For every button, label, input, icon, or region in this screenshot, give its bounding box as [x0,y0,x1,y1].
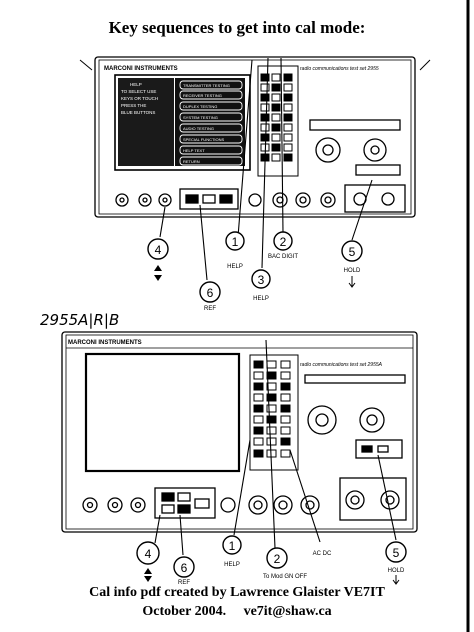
callout-label: To Mod GN OFF [263,574,307,580]
callout-labels-top: REF HELP HELP BAC DIGIT HOLD [204,254,361,312]
callout-circles-top [147,231,363,303]
screen-menu-line: KEYS OR TOUCH [121,96,158,101]
callout-number: 1 [232,235,239,249]
front-knobs-top [115,184,406,213]
soft-key-label: RECEIVER TESTING [183,93,222,98]
instrument-bottom [61,331,418,533]
callout-label: HELP [224,562,240,568]
model-line-top: radio communications test set 2955 [300,66,379,72]
instrument-bottom-frame [61,331,418,533]
callout-label: HELP [227,264,243,270]
instrument-top-inner [98,59,412,215]
callout-number: 5 [349,245,356,259]
arrow-updown-icon [154,265,162,281]
footer-contact: October 2004. ve7it@shaw.ca [0,604,474,620]
tuning-knob-top [315,137,341,163]
callout-number: 4 [155,243,162,257]
screen-menu-top: HELP TO SELECT USE KEYS OR TOUCH PRESS T… [121,82,158,115]
callout-label: REF [204,306,216,312]
callout-label: AC DC [313,551,332,557]
screen-menu-line: HELP [130,82,142,87]
brand-bottom: MARCONI INSTRUMENTS [68,340,142,346]
soft-key-label: RETURN [183,159,200,164]
instrument-top-frame [94,56,416,218]
callout-number: 4 [145,547,152,561]
soft-key-labels-top: TRANSMITTER TESTING RECEIVER TESTING DUP… [183,83,230,164]
model-line-bottom: radio communications test set 2955A [300,362,383,368]
callout-label: HOLD [344,268,361,274]
footer-credit: Cal info pdf created by Lawrence Glaiste… [89,585,385,600]
keypad-top [257,65,299,177]
callout-circles-bottom [136,535,407,578]
callout-labels-bottom: REF HELP To Mod GN OFF AC DC HOLD [178,551,405,586]
screen-bottom [84,352,241,473]
callout-label: BAC DIGIT [268,254,298,260]
callout-label: HOLD [388,568,405,574]
callout-label: HELP [253,296,269,302]
handwritten-model-label: 2955A|R|B [40,311,119,329]
screen-menu-line: BLUE BUTTONS [121,110,155,115]
front-knobs-bottom [82,477,407,521]
callout-numbers-bottom: 4 6 1 2 5 [145,539,400,575]
callout-number: 2 [274,552,281,566]
soft-key-label: HELP TEXT [183,148,205,153]
arrow-down-icon [348,276,356,288]
soft-key-label: AUDIO TESTING [183,126,214,131]
right-knob-top [363,138,387,162]
soft-key-label: TRANSMITTER TESTING [183,83,230,88]
arrow-updown-icon [144,568,152,582]
callout-number: 6 [181,561,188,575]
right-knob-bottom [359,407,385,433]
footer-email: ve7it@shaw.ca [243,604,332,619]
callout-numbers-top: 4 6 1 3 2 5 [155,235,356,300]
callout-number: 5 [393,546,400,560]
soft-key-label: DUPLEX TESTING [183,104,217,109]
screen-menu-line: PRESS THE [121,103,146,108]
arrow-down-icon [392,575,400,585]
callout-number: 2 [280,235,287,249]
callout-number: 3 [258,273,265,287]
callout-lines-top [159,57,373,281]
keypad-bottom [249,354,299,471]
callout-number: 6 [207,286,214,300]
callout-label: REF [178,580,190,586]
instrument-top [79,56,431,218]
soft-key-label: SPECIAL FUNCTIONS [183,137,225,142]
callout-lines-bottom [154,339,397,556]
brand-top: MARCONI INSTRUMENTS [104,66,178,72]
tuning-knob-bottom [307,405,337,435]
page-title: Key sequences to get into cal mode: [108,18,366,37]
footer-date: October 2004. [142,604,227,619]
soft-key-label: SYSTEM TESTING [183,115,218,120]
soft-keys-top [179,80,243,166]
callout-number: 1 [229,539,236,553]
screen-menu-line: TO SELECT USE [121,89,156,94]
hold-button-area-top [355,164,401,176]
soft-key-panel-top [175,78,245,166]
